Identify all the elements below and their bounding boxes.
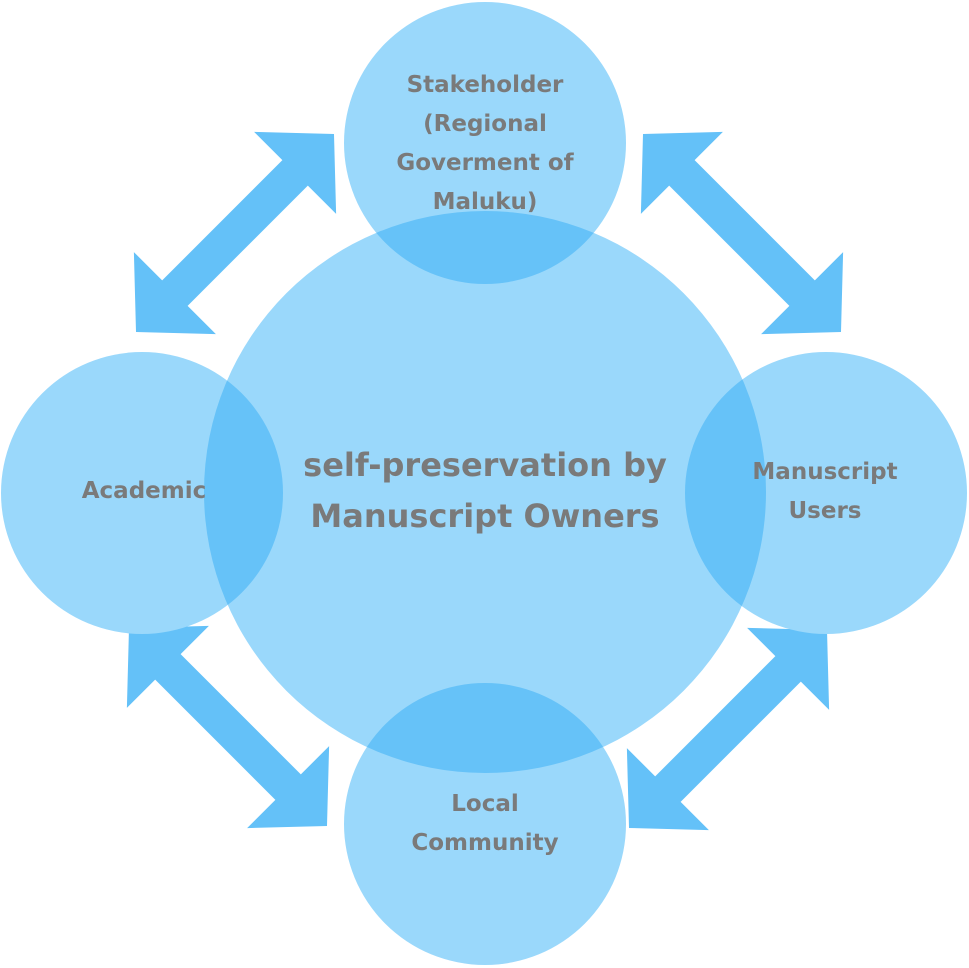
right-label-line: Manuscript — [752, 459, 898, 485]
bottom-label-line: Community — [411, 830, 559, 857]
top-label-line: Goverment of — [396, 150, 574, 177]
bottom-label-line: Local — [451, 791, 519, 817]
left-node-label: Academic — [40, 474, 248, 510]
center-label-line: Manuscript Owners — [310, 497, 660, 536]
top-label-line: Stakeholder — [406, 72, 564, 98]
left-label-line: Academic — [81, 478, 207, 504]
bottom-node-label: Local Community — [345, 785, 625, 863]
top-label-line: Maluku) — [432, 189, 538, 216]
top-label-line: (Regional — [423, 111, 547, 138]
top-node-label: Stakeholder (Regional Goverment of Maluk… — [335, 66, 635, 222]
center-label-line: self-preservation by — [303, 446, 667, 484]
right-node-label: Manuscript Users — [725, 453, 925, 531]
center-node-label: self-preservation by Manuscript Owners — [235, 440, 735, 542]
right-label-line: Users — [788, 498, 862, 525]
